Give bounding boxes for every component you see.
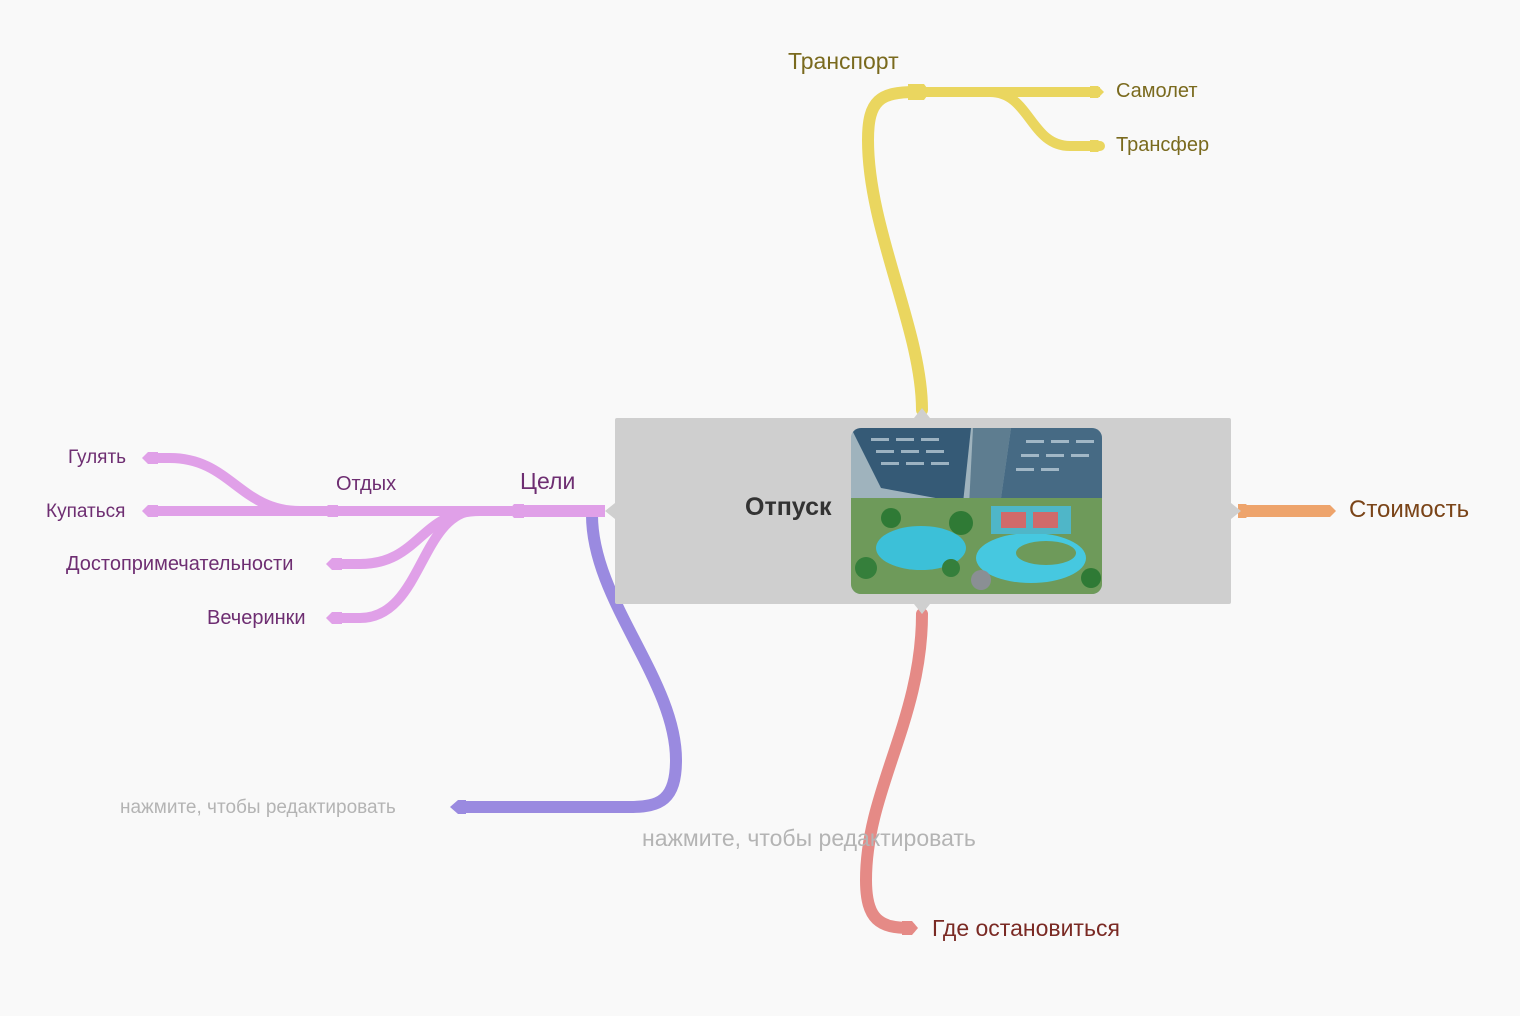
branch-transfer-arrow [1090,140,1104,152]
root-node-image[interactable] [851,428,1102,594]
node-stay[interactable]: Где остановиться [932,915,1120,941]
root-right-notch [1231,503,1241,519]
branch-vecherinki-line [329,506,475,623]
branch-placeholder-arrow [450,800,466,814]
node-transport[interactable]: Транспорт [788,48,899,74]
node-samolet[interactable]: Самолет [1116,80,1198,102]
branch-transfer-line [985,87,1105,151]
root-top-notch [914,408,930,418]
branch-stay-line [859,608,928,934]
branch-dostoprim-arrow [326,558,342,570]
branch-transport-line [861,86,928,416]
node-otdyh[interactable]: Отдых [336,473,397,495]
node-transfer[interactable]: Трансфер [1116,134,1210,156]
branch-gulyat-line [145,453,305,516]
branch-samolet-arrow [1090,86,1104,98]
root-node-title[interactable]: Отпуск [745,493,832,521]
node-vecherinki[interactable]: Вечеринки [207,607,306,629]
resort-aerial-photo [851,428,1102,594]
branch-vecherinki-arrow [326,612,342,624]
root-left-notch [605,503,615,519]
node-floating-placeholder[interactable]: нажмите, чтобы редактировать [642,825,976,851]
branch-kupatsya-arrow [142,505,158,517]
branch-cost-tip [1320,505,1336,517]
node-goals[interactable]: Цели [520,468,576,494]
branch-gulyat-arrow [142,452,158,464]
node-gulyat[interactable]: Гулять [68,447,127,468]
branch-placeholder-line [454,509,683,813]
node-placeholder-branch[interactable]: нажмите, чтобы редактировать [120,797,396,818]
root-bottom-notch [914,604,930,614]
branch-cost-arrow [1238,504,1252,518]
branch-stay-arrow [902,921,918,935]
node-kupatsya[interactable]: Купаться [46,501,126,522]
node-cost[interactable]: Стоимость [1349,496,1470,523]
node-dostoprimechatelnosti[interactable]: Достопримечательности [66,553,294,575]
